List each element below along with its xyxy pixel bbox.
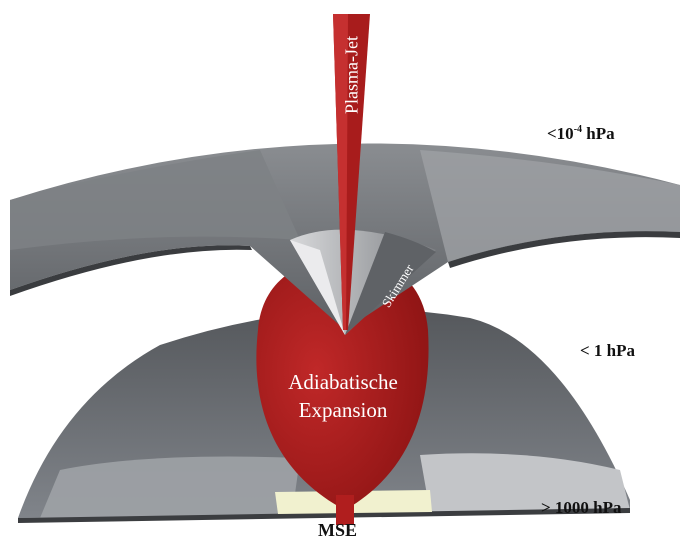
expansion-label-line1: Adiabatische	[288, 370, 398, 394]
pressure-top-value: <10	[547, 124, 574, 143]
pressure-top-exponent: -4	[573, 124, 583, 135]
mse-label: MSE	[318, 520, 358, 540]
expansion-plume	[256, 258, 429, 525]
pressure-label-mid: < 1 hPa	[580, 341, 636, 360]
pressure-label-top: <10-4 hPa	[547, 124, 615, 144]
plasma-jet-label: Plasma-Jet	[341, 36, 362, 114]
pressure-top-unit: hPa	[582, 124, 615, 143]
pressure-label-bottom: > 1000 hPa	[541, 498, 622, 517]
plasma-jet-beam	[333, 14, 370, 330]
skimmer-cone	[290, 229, 436, 335]
expansion-label-line2: Expansion	[298, 398, 388, 422]
